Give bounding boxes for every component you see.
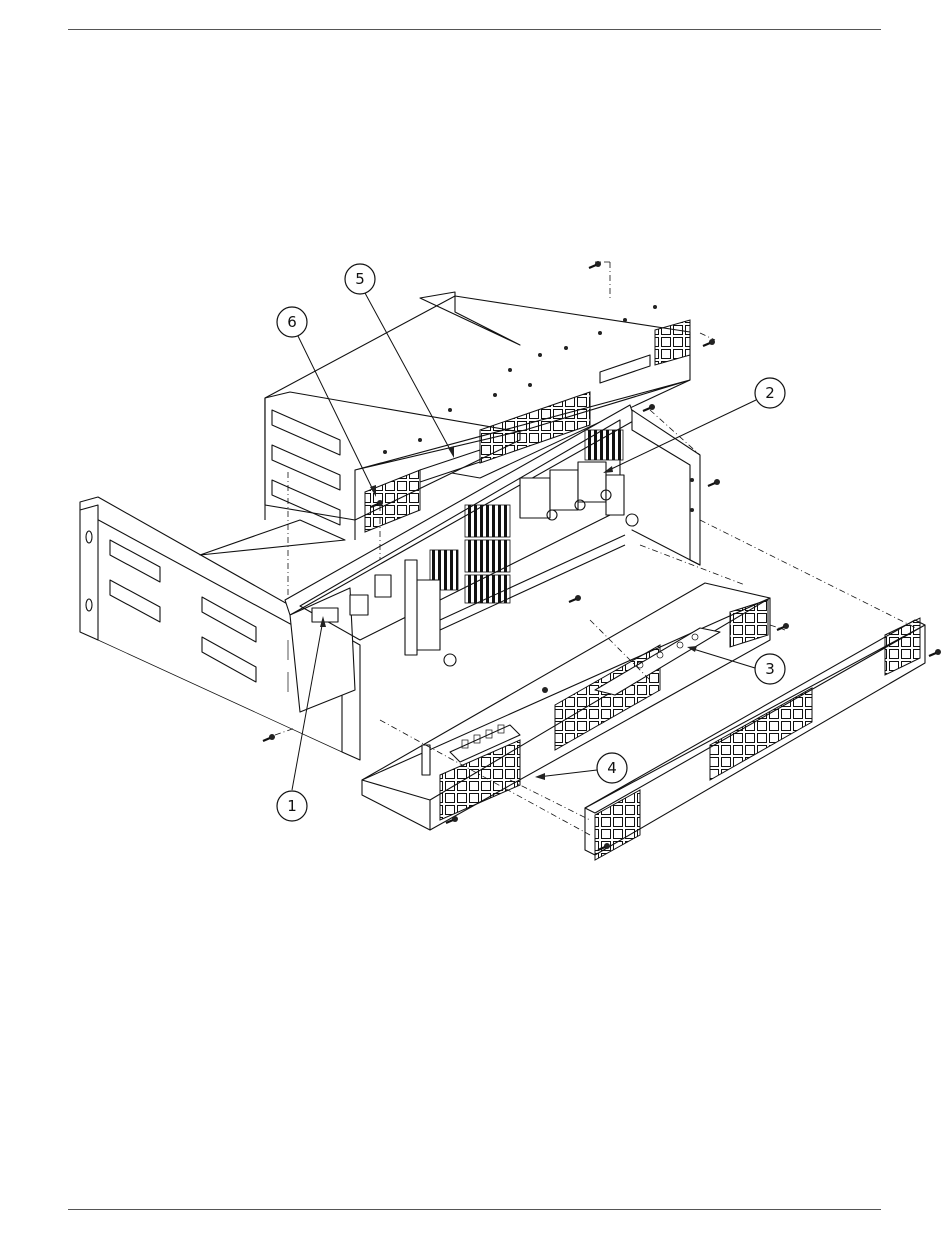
callout-label: 3 (765, 660, 775, 678)
callout-label: 4 (607, 759, 617, 777)
callout-label: 5 (355, 270, 365, 288)
right-side-bracket (632, 410, 700, 565)
callout-label: 2 (765, 384, 775, 402)
callout-label: 6 (287, 313, 297, 331)
callout-label: 1 (287, 797, 297, 815)
